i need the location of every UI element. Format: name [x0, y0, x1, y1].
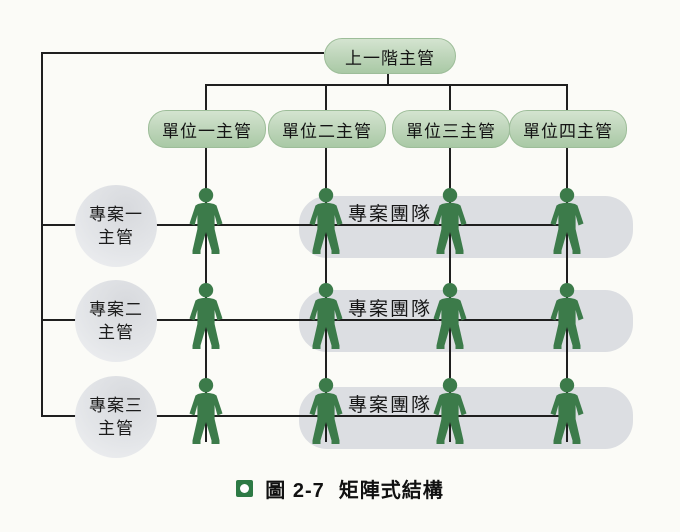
caption-title: 矩陣式結構 [338, 480, 444, 502]
project-team-label: 專案團隊 [348, 395, 433, 416]
person-icon [306, 283, 346, 349]
person-icon [186, 188, 226, 254]
project-team-label: 專案團隊 [348, 204, 433, 225]
unit-manager-node-1: 單位一主管 [148, 110, 266, 148]
unit-manager-node-3: 單位三主管 [392, 110, 510, 148]
project-manager-circle-3: 專案三 主管 [75, 376, 157, 458]
project-manager-circle-2: 專案二 主管 [75, 280, 157, 362]
person-icon [186, 283, 226, 349]
caption-marker-icon [236, 480, 254, 497]
caption-figure-number: 圖 2-7 [265, 480, 325, 502]
person-icon [547, 188, 587, 254]
connector-row [41, 415, 568, 417]
person-icon [430, 188, 470, 254]
person-icon [186, 378, 226, 444]
figure-caption: 圖 2-7 矩陣式結構 [0, 474, 680, 503]
connector-top-stem [387, 71, 389, 85]
connector-branch-horizontal [205, 84, 568, 86]
connector-top-left [41, 52, 324, 54]
connector-row [41, 319, 568, 321]
project-manager-label: 專案一 [89, 205, 143, 224]
project-manager-label: 專案二 [89, 300, 143, 319]
person-icon [547, 283, 587, 349]
person-icon [306, 188, 346, 254]
person-icon [547, 378, 587, 444]
person-icon [306, 378, 346, 444]
connector-unit-stem [449, 84, 451, 111]
connector-unit-stem [205, 84, 207, 111]
project-manager-label: 主管 [98, 323, 134, 342]
project-team-label: 專案團隊 [348, 299, 433, 320]
connector-unit-stem [566, 84, 568, 111]
unit-manager-node-2: 單位二主管 [268, 110, 386, 148]
project-manager-circle-1: 專案一 主管 [75, 185, 157, 267]
top-manager-node: 上一階主管 [324, 38, 456, 74]
person-icon [430, 283, 470, 349]
unit-manager-node-4: 單位四主管 [509, 110, 627, 148]
project-manager-label: 主管 [98, 419, 134, 438]
connector-left-vertical [41, 52, 43, 417]
person-icon [430, 378, 470, 444]
connector-row [41, 224, 568, 226]
project-manager-label: 專案三 [89, 396, 143, 415]
connector-unit-stem [325, 84, 327, 111]
project-manager-label: 主管 [98, 228, 134, 247]
